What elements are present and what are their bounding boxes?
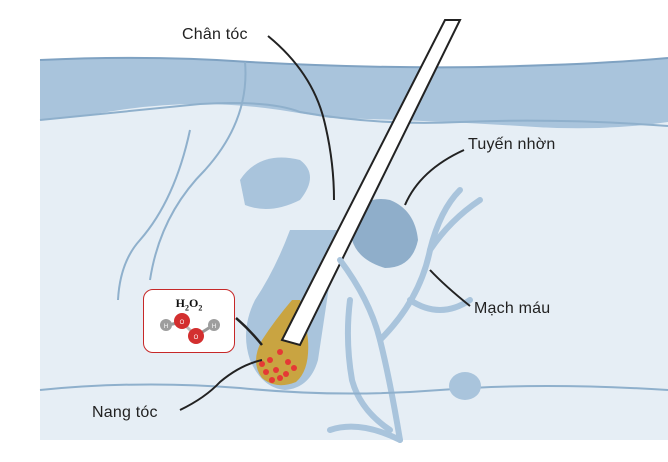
oxygen-atom-top xyxy=(174,313,190,329)
molecule-formula: H2O2 xyxy=(175,296,203,313)
label-hair-follicle: Nang tóc xyxy=(92,404,158,421)
atom-h-right-label: H xyxy=(212,324,216,330)
hydrogen-peroxide-particles xyxy=(259,349,297,383)
follicle-leader xyxy=(179,359,263,411)
epidermis-surface xyxy=(39,56,668,69)
left-tissue-blob xyxy=(240,157,310,209)
gland-leader xyxy=(404,149,465,206)
peroxide-molecule-icon: H O O H xyxy=(160,313,220,344)
subcutaneous-layer xyxy=(39,383,668,395)
sebaceous-gland xyxy=(352,199,418,268)
hydrogen-atom-left xyxy=(160,319,172,331)
atom-o-top-label: O xyxy=(180,320,185,326)
blood-vessels xyxy=(327,187,483,443)
label-sebaceous-gland: Tuyến nhờn xyxy=(468,136,556,153)
fat-cell xyxy=(449,372,481,400)
molecule-callout: H2O2 H O O H xyxy=(143,289,235,353)
vessel-leader xyxy=(429,269,471,307)
left-inner-fold xyxy=(117,129,191,301)
label-hair-shaft: Chân tóc xyxy=(182,26,248,43)
epidermis-layer xyxy=(40,57,668,129)
shaft-leader xyxy=(267,35,335,201)
left-skin-fold xyxy=(149,61,247,281)
label-blood-vessel: Mạch máu xyxy=(474,300,551,317)
hair-shaft xyxy=(280,19,462,347)
molecule-leader xyxy=(235,317,263,346)
hydrogen-atom-right xyxy=(208,319,220,331)
atom-o-bottom-label: O xyxy=(194,335,199,341)
basal-line xyxy=(39,102,668,127)
oxygen-atom-bottom xyxy=(188,328,204,344)
atom-h-left-label: H xyxy=(164,324,168,330)
